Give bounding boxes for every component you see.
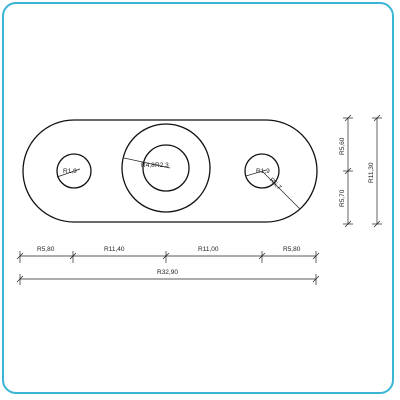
left-hole-radius-leader: [56, 168, 81, 178]
left-hole-label: R1,9: [63, 168, 77, 175]
total-width-dimension: [16, 274, 320, 285]
dim-h-3-label: R11,00: [198, 246, 219, 253]
right-hole-radius-leader: [245, 169, 267, 177]
boss-outer-circle: [121, 123, 211, 213]
vertical-half-dimensions: [343, 114, 353, 228]
boss-radius-leader: [123, 157, 171, 169]
dim-v-top-label: R5,60: [339, 137, 346, 155]
dim-v-total-label: R11,30: [368, 162, 375, 183]
end-radius-leader: [261, 170, 301, 210]
dim-h-4-label: R5,80: [283, 246, 301, 253]
dim-total-label: R32,90: [157, 269, 178, 276]
boss-inner-circle: [142, 144, 190, 192]
dim-h-2-label: R11,40: [104, 246, 125, 253]
left-hole: [56, 153, 92, 189]
horizontal-segment-dimensions: [16, 251, 320, 263]
dim-v-bottom-label: R5,70: [339, 189, 346, 207]
right-hole-label: R1,9: [256, 168, 270, 175]
boss-outer-label: R4,8: [141, 162, 155, 169]
dim-h-1-label: R5,80: [37, 246, 55, 253]
right-hole: [244, 153, 280, 189]
boss-inner-label: R2,3: [155, 162, 169, 169]
plate-outline: [22, 119, 318, 223]
vertical-total-dimension: [372, 114, 382, 228]
